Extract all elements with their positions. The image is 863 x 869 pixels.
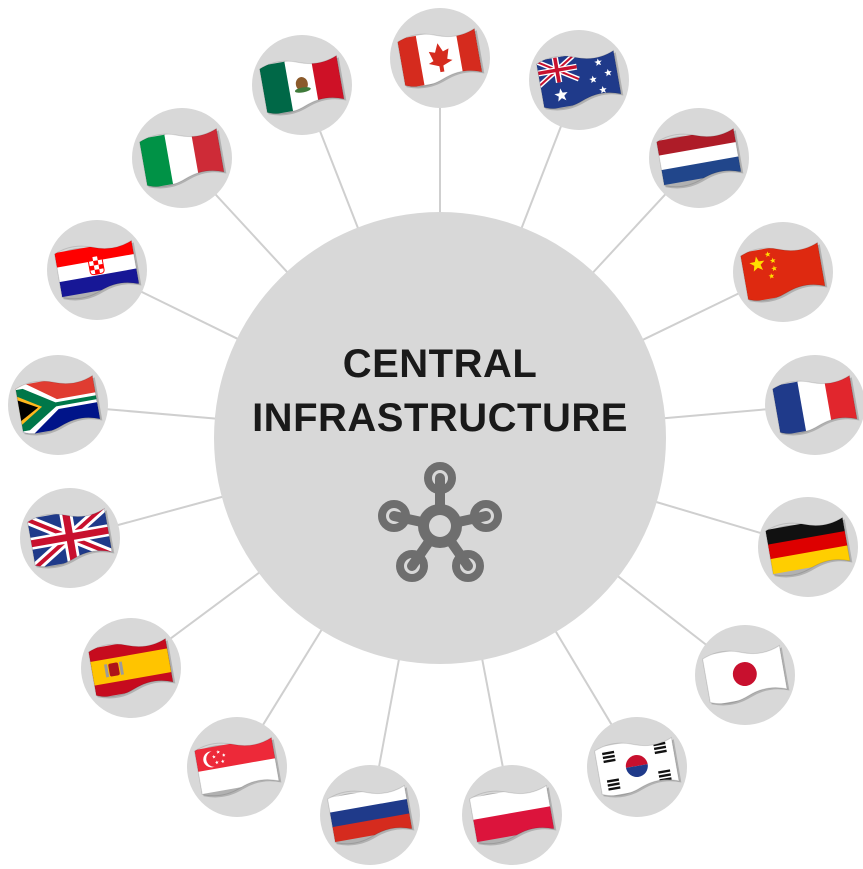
connector-line (377, 656, 401, 768)
connectors (105, 106, 768, 769)
flag-node-russia (320, 765, 420, 865)
connector-line (553, 627, 614, 727)
flag-node-netherlands (649, 108, 749, 208)
connector-line (139, 290, 242, 342)
central-title-line-2: INFRASTRUCTURE (252, 396, 628, 440)
connector-line (116, 494, 226, 527)
flag-node-poland (462, 765, 562, 865)
flag-node-china (733, 222, 833, 322)
flag-node-united-kingdom (20, 488, 120, 588)
connector-line (480, 655, 504, 769)
connector-line (589, 192, 668, 276)
flag-node-singapore (187, 717, 287, 817)
central-title-line-1: CENTRAL (342, 342, 538, 386)
connector-line (318, 129, 361, 232)
connector-line (213, 192, 291, 276)
flag-node-croatia (47, 220, 147, 320)
flag-node-italy (132, 108, 232, 208)
flag-node-germany (758, 497, 858, 597)
connector-line (261, 626, 325, 727)
south-africa-flag-icon (14, 372, 101, 436)
mexico-flag-icon (258, 52, 345, 116)
connector-line (639, 291, 741, 343)
connector-line (661, 408, 768, 420)
flag-node-mexico (252, 35, 352, 135)
flag-node-south-korea (587, 717, 687, 817)
poland-flag-icon (468, 784, 555, 843)
connector-line (168, 569, 263, 641)
flag-nodes (8, 8, 863, 865)
connector-line (614, 573, 708, 647)
connector-line (519, 124, 563, 232)
flag-node-spain (81, 618, 181, 718)
flag-node-canada (390, 8, 490, 108)
network-hub-icon (378, 462, 502, 582)
central-hub (214, 212, 666, 664)
france-flag-icon (771, 372, 858, 436)
connector-line (652, 500, 763, 535)
italy-flag-icon (138, 125, 225, 189)
flag-node-france (765, 355, 863, 455)
singapore-flag-icon (193, 736, 280, 795)
flag-node-japan (695, 625, 795, 725)
connector-line (105, 408, 219, 420)
flag-node-australia (529, 30, 629, 130)
flag-node-south-africa (8, 355, 108, 455)
